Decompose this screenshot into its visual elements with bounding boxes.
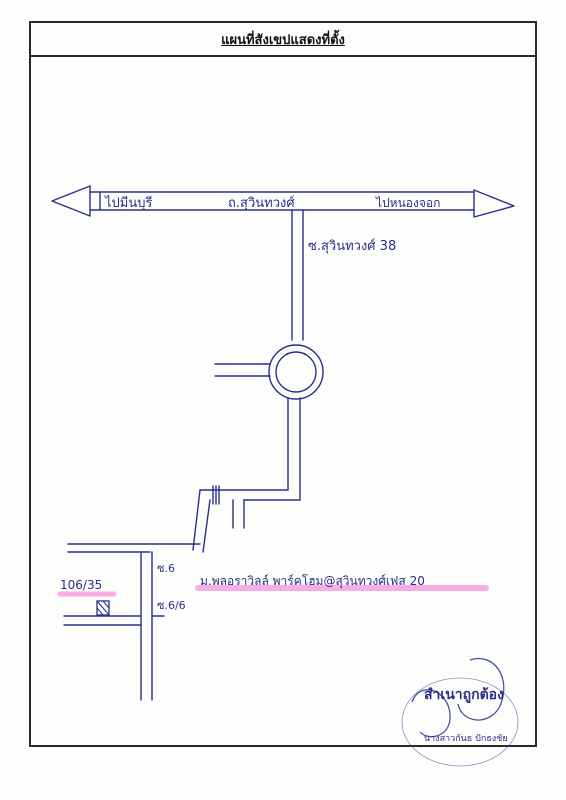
roundabout-inner [275, 351, 317, 393]
label-village: ม.พลอราวิลล์ พาร์คโฮม@สุวินทวงศ์เฟส 20 [200, 574, 425, 589]
roundabout-outer [268, 344, 324, 400]
label-soi-6: ซ.6 [157, 562, 175, 575]
crossing-marks [212, 485, 220, 505]
label-to-west: ไปมีนบุรี [104, 195, 152, 211]
certified-stamp: สำเนาถูกต้อง นางสาวกันธ ปักธงชัย [401, 657, 519, 767]
stamp-text: สำเนาถูกต้อง [424, 687, 504, 703]
label-house-number: 106/35 [60, 578, 102, 592]
label-soi-main: ซ.สุวินทวงศ์ 38 [308, 238, 396, 254]
map-frame: แผนที่สังเขปแสดงที่ตั้ง [29, 21, 537, 747]
soi-main-road [291, 209, 304, 341]
soi-6-6-road [63, 615, 142, 626]
label-main-road: ถ.สุวินทวงศ์ [228, 195, 295, 211]
main-road [89, 191, 475, 211]
roundabout-west-branch [214, 363, 271, 377]
east-arrow-head [473, 189, 515, 218]
title-bar: แผนที่สังเขปแสดงที่ตั้ง [31, 23, 535, 57]
west-arrow-head [51, 185, 91, 217]
page-title: แผนที่สังเขปแสดงที่ตั้ง [221, 32, 345, 48]
soi-diagonal-road [192, 489, 211, 553]
label-soi-6-6: ซ.6/6 [157, 599, 186, 612]
label-to-east: ไปหนองจอก [375, 196, 440, 210]
side-branch [232, 499, 245, 529]
soi-6-vertical [140, 551, 153, 701]
stamp-name: นางสาวกันธ ปักธงชัย [424, 734, 508, 744]
soi-6-road [67, 543, 201, 553]
soi-lower-road [199, 397, 301, 501]
